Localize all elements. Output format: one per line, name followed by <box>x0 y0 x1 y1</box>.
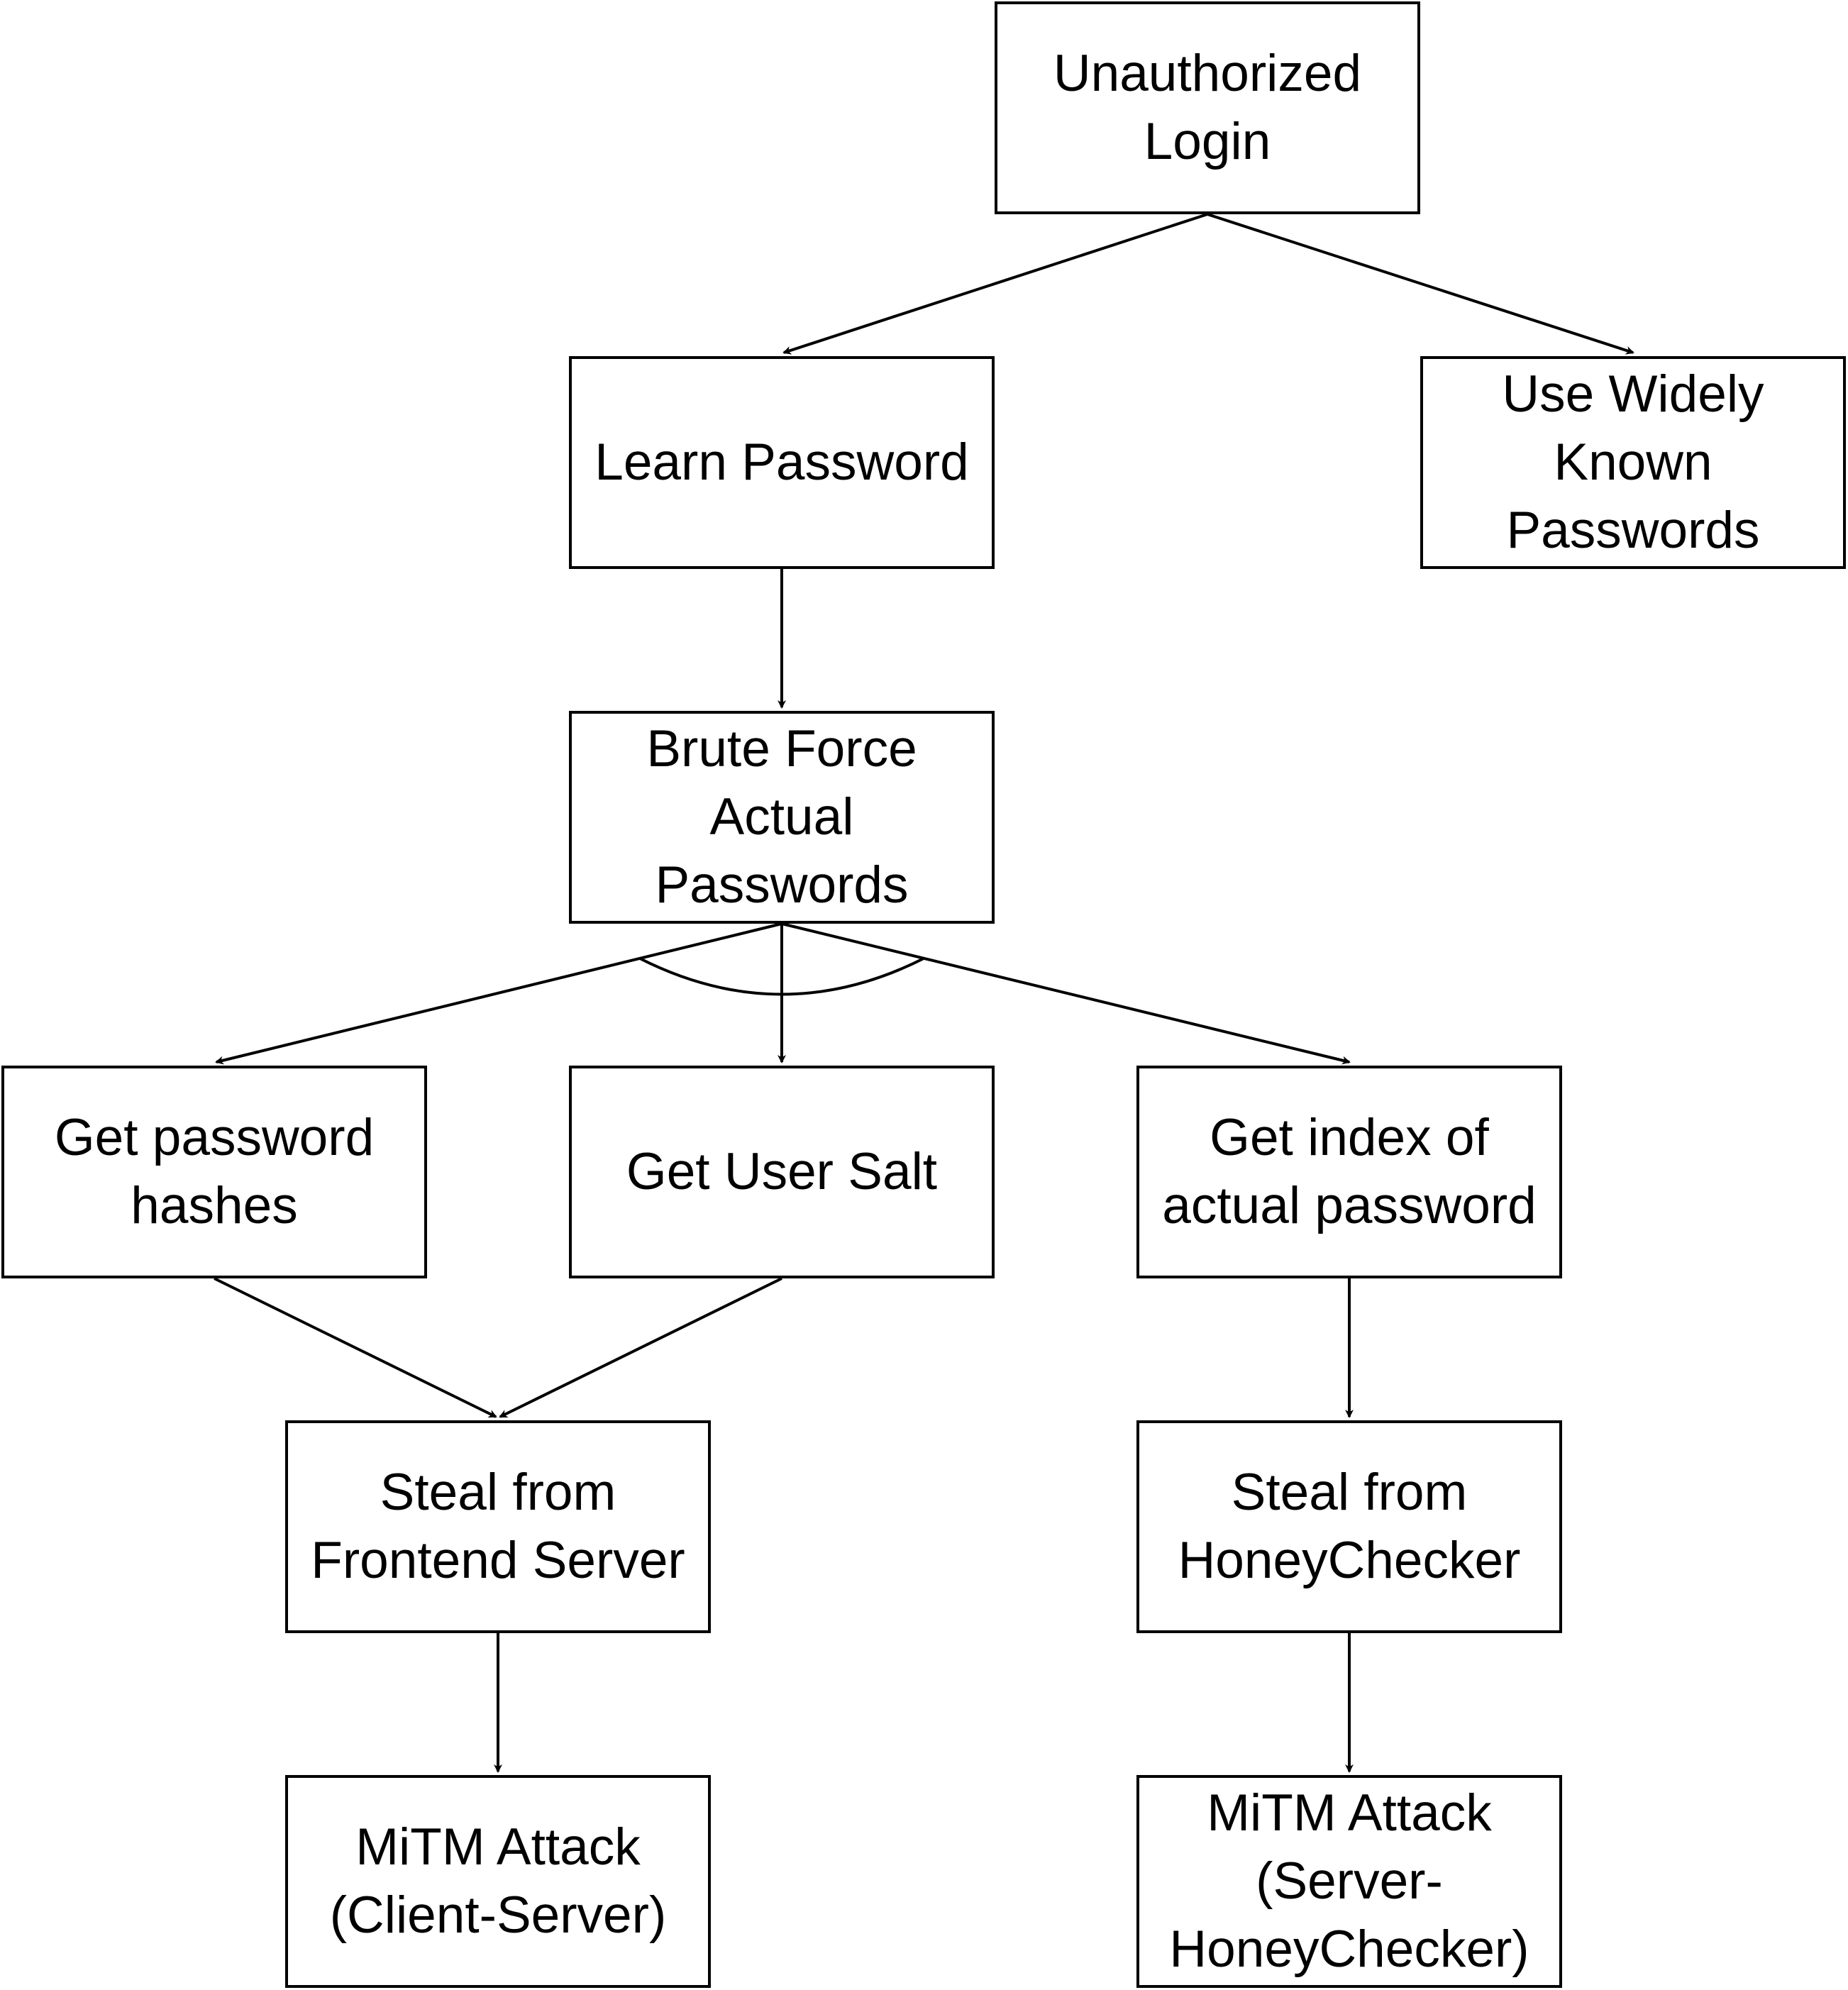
node-label: MiTM Attack (Client-Server) <box>329 1818 667 1944</box>
node-mitm-client-server: MiTM Attack (Client-Server) <box>285 1775 711 1988</box>
node-label: MiTM Attack (Server- HoneyChecker) <box>1169 1784 1529 1978</box>
edge-password-hashes-to-steal-frontend <box>214 1277 497 1418</box>
node-steal-frontend: Steal from Frontend Server <box>285 1420 711 1633</box>
node-label: Brute Force Actual Passwords <box>646 720 917 914</box>
node-label: Use Widely Known Passwords <box>1502 365 1764 559</box>
node-label: Get User Salt <box>626 1143 938 1200</box>
node-learn-password: Learn Password <box>569 356 995 569</box>
node-unauthorized-login: Unauthorized Login <box>995 1 1420 214</box>
node-brute-force: Brute Force Actual Passwords <box>569 711 995 924</box>
edge-user-salt-to-steal-frontend <box>499 1277 782 1418</box>
and-gate-arc <box>639 957 924 996</box>
node-mitm-server-honeychecker: MiTM Attack (Server- HoneyChecker) <box>1136 1775 1562 1988</box>
edge-login-to-learn-password <box>782 213 1208 355</box>
node-label: Unauthorized Login <box>1053 45 1362 170</box>
edge-brute-force-to-password-hashes <box>215 922 782 1065</box>
node-label: Learn Password <box>594 433 969 491</box>
node-label: Get index of actual password <box>1162 1109 1537 1234</box>
node-user-salt: Get User Salt <box>569 1066 995 1278</box>
node-label: Steal from Frontend Server <box>311 1464 685 1589</box>
node-label: Get password hashes <box>54 1109 375 1234</box>
edge-login-to-widely-known <box>1207 213 1634 355</box>
node-password-hashes: Get password hashes <box>1 1066 427 1278</box>
node-password-index: Get index of actual password <box>1136 1066 1562 1278</box>
node-label: Steal from HoneyChecker <box>1178 1464 1521 1589</box>
edge-brute-force-to-password-index <box>781 922 1351 1065</box>
node-steal-honeychecker: Steal from HoneyChecker <box>1136 1420 1562 1633</box>
node-widely-known-passwords: Use Widely Known Passwords <box>1420 356 1846 569</box>
